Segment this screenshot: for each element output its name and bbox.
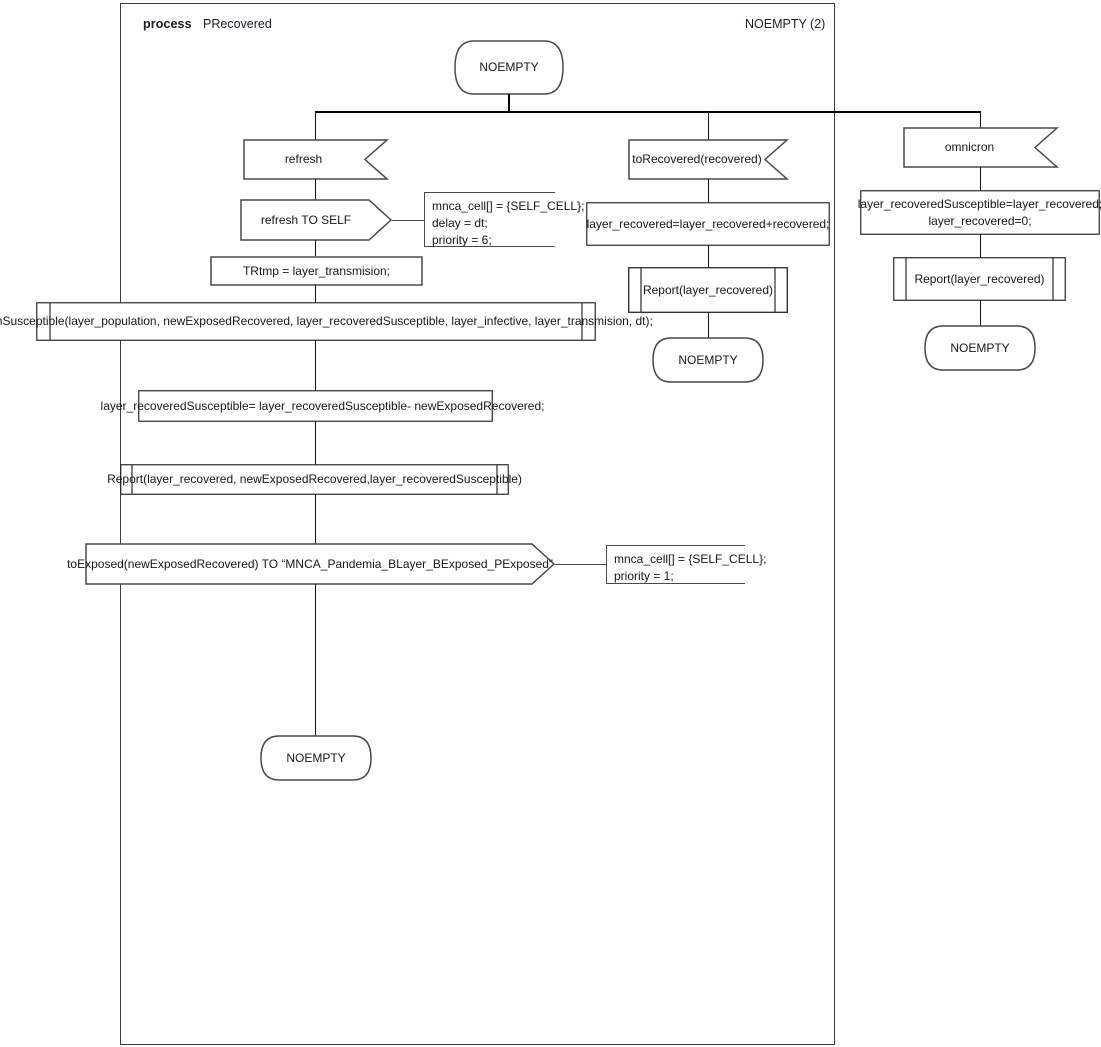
connector-refresh-comment xyxy=(392,220,425,221)
task-layer-recovered-add[interactable]: layer_recovered=layer_recovered+recovere… xyxy=(586,202,830,246)
connector-task1-to-proc1 xyxy=(315,285,316,303)
connector-proc-to-nextstate-omnicron xyxy=(980,300,981,326)
procedure-report-omnicron[interactable]: Report(layer_recovered) xyxy=(893,257,1066,301)
input-omnicron[interactable]: omnicron xyxy=(903,127,1059,168)
process-keyword: process xyxy=(143,17,192,31)
connector-start-stem xyxy=(508,94,510,112)
connector-to-refresh xyxy=(315,111,316,140)
nextstate-noempty-torecovered[interactable]: NOEMPTY xyxy=(652,337,764,383)
task-layer-recoveredsusceptible[interactable]: layer_recoveredSusceptible= layer_recove… xyxy=(101,390,544,422)
connector-output2-to-nextstate xyxy=(315,584,316,736)
output-toexposed[interactable]: toExposed(newExposedRecovered) TO “MNCA_… xyxy=(67,543,556,585)
process-name: PRecovered xyxy=(203,17,272,31)
comment-refresh-to-self: mnca_cell[] = {SELF_CELL}; delay = dt; p… xyxy=(424,192,584,247)
connector-output-to-task1 xyxy=(315,240,316,256)
nextstate-noempty-omnicron[interactable]: NOEMPTY xyxy=(924,325,1036,371)
connector-proc-to-nextstate xyxy=(708,312,709,338)
connector-task-to-proc-omnicron xyxy=(980,234,981,258)
state-noempty-start[interactable]: NOEMPTY xyxy=(454,40,564,95)
procedure-report-long[interactable]: Report(layer_recovered, newExposedRecove… xyxy=(107,464,522,495)
task-trtmp[interactable]: TRtmp = layer_transmision; xyxy=(210,256,423,286)
frame-state-reference: NOEMPTY (2) xyxy=(745,17,826,31)
connector-proc2-to-output2 xyxy=(315,494,316,544)
connector-toexposed-comment xyxy=(555,564,607,565)
connector-branch-bar xyxy=(315,111,981,113)
connector-refresh-to-output xyxy=(315,179,316,200)
process-frame xyxy=(120,3,835,1045)
procedure-numsusceptible[interactable]: numSusceptible(layer_population, newExpo… xyxy=(0,302,653,341)
nextstate-noempty-refresh[interactable]: NOEMPTY xyxy=(260,735,372,781)
input-refresh[interactable]: refresh xyxy=(243,139,389,180)
comment-toexposed: mnca_cell[] = {SELF_CELL}; priority = 1; xyxy=(606,545,766,584)
connector-torecovered-to-task xyxy=(708,179,709,203)
connector-task-to-proc xyxy=(708,245,709,268)
procedure-report-recovered[interactable]: Report(layer_recovered) xyxy=(628,267,788,313)
task-omnicron-assign[interactable]: layer_recoveredSusceptible=layer_recover… xyxy=(858,190,1101,235)
connector-omnicron-to-task xyxy=(980,167,981,191)
connector-to-torecovered xyxy=(708,111,709,140)
output-refresh-to-self[interactable]: refresh TO SELF xyxy=(240,199,393,241)
connector-proc1-to-task2 xyxy=(315,340,316,391)
connector-task2-to-proc2 xyxy=(315,421,316,465)
connector-to-omnicron xyxy=(980,111,981,128)
input-torecovered[interactable]: toRecovered(recovered) xyxy=(628,139,789,180)
